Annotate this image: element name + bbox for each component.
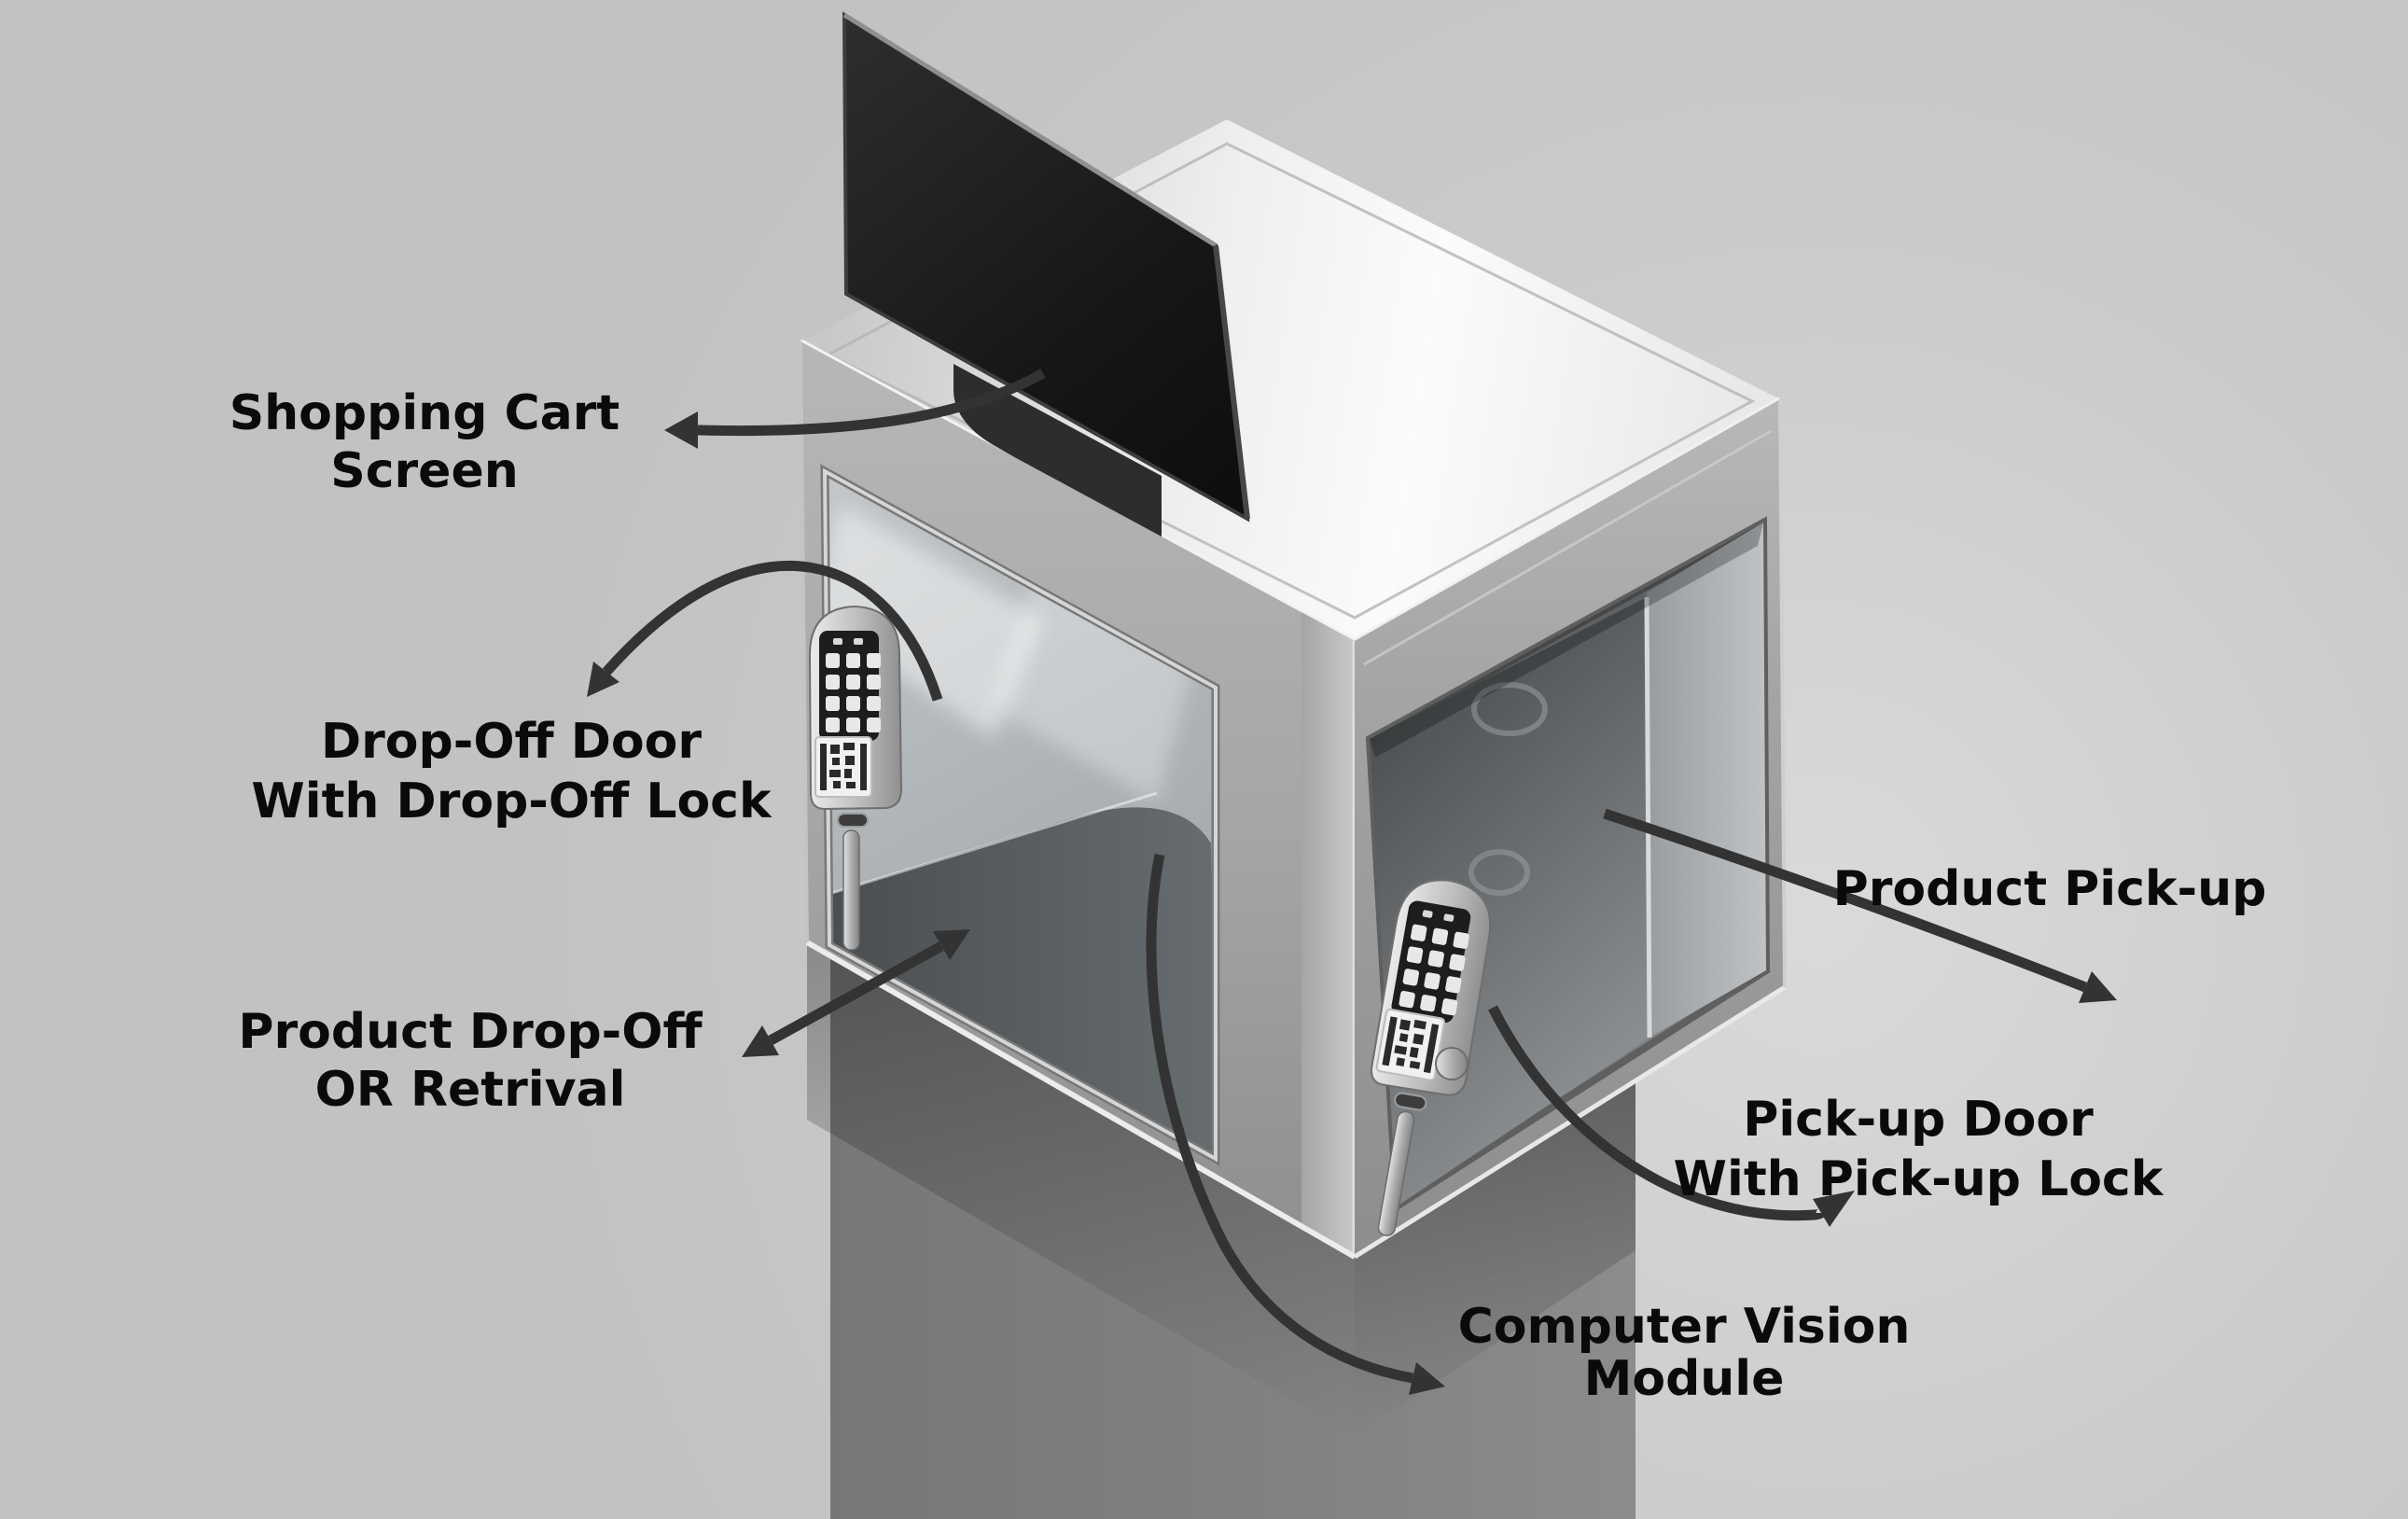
svg-text:Product Pick-up: Product Pick-up [1833,861,2267,917]
svg-text:Screen: Screen [330,443,518,499]
svg-text:Module: Module [1584,1351,1785,1407]
arrowhead-product-drop-off-left [742,1025,779,1057]
label-pick-up-door: Pick-up Door With Pick-up Lock [1674,1092,2164,1207]
arrow-product-drop-off [768,941,944,1045]
arrowhead-product-pick-up [2079,971,2117,1003]
arrow-pick-up-door [1488,1005,1827,1221]
screen-bezel-highlight [842,12,1218,248]
arrowhead-computer-vision [1409,1362,1445,1395]
arrowhead-drop-off-door [587,662,619,697]
arrowhead-product-drop-off-right [933,929,970,960]
interior-shadow [829,807,1216,1159]
svg-text:OR Retrival: OR Retrival [315,1062,626,1118]
front-corner-pillar [1301,612,1355,1257]
pick-up-lock [1341,871,1501,1246]
arrow-computer-vision [1146,853,1413,1384]
svg-text:Shopping Cart: Shopping Cart [230,385,620,441]
label-computer-vision-module: Computer Vision Module [1458,1299,1911,1407]
arrow-drop-off-door [602,561,943,702]
svg-text:With Pick-up Lock: With Pick-up Lock [1674,1151,2164,1207]
shopping-cart-screen [842,11,1250,523]
drop-off-chamber-interior [825,471,1216,1159]
annotation-arrows [587,369,2117,1395]
svg-text:Computer Vision: Computer Vision [1458,1299,1911,1355]
label-product-drop-off: Product Drop-Off OR Retrival [238,1004,703,1118]
arrow-shopping-cart-screen [697,369,1046,437]
kiosk-body [799,11,1787,1260]
svg-text:With Drop-Off Lock: With Drop-Off Lock [251,773,773,829]
svg-text:Pick-up Door: Pick-up Door [1743,1092,2094,1148]
svg-text:Drop-Off Door: Drop-Off Door [321,714,702,770]
arrowhead-pick-up-door [1813,1191,1855,1227]
arrow-product-pick-up [1603,808,2088,993]
label-drop-off-door: Drop-Off Door With Drop-Off Lock [251,714,773,829]
pick-up-handle-knob [1435,1047,1468,1080]
label-product-pick-up: Product Pick-up [1833,861,2267,917]
kiosk-left-face [799,341,1357,1260]
svg-text:Product Drop-Off: Product Drop-Off [238,1004,703,1060]
label-shopping-cart-screen: Shopping Cart Screen [230,385,620,499]
screen-stand [953,364,1162,543]
compartment-inner-wall [1647,523,1766,1038]
arrowhead-shopping-cart-screen [664,411,698,449]
